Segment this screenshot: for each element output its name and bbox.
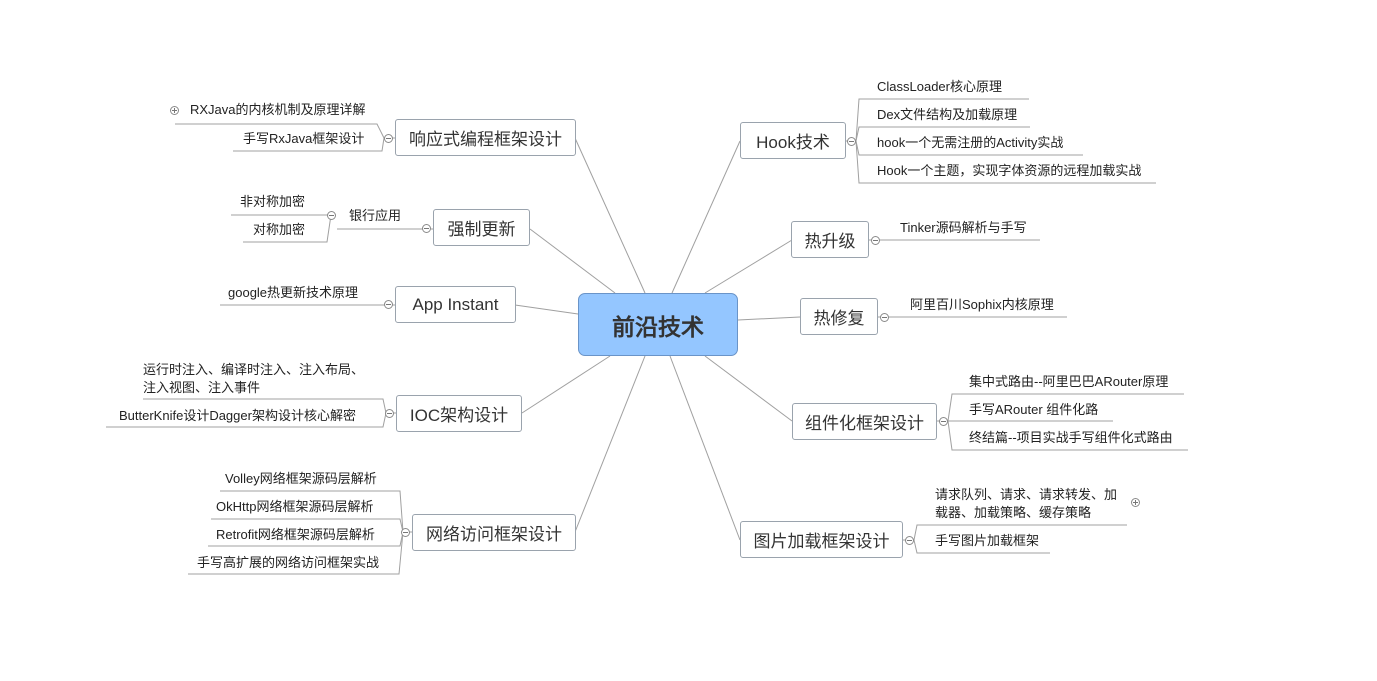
collapse-icon[interactable] xyxy=(327,211,336,220)
topic-app-instant[interactable]: App Instant xyxy=(395,286,516,323)
leaf-tinker[interactable]: Tinker源码解析与手写 xyxy=(900,220,1027,235)
subtopic-bank-app[interactable]: 银行应用 xyxy=(349,208,402,223)
expand-icon[interactable] xyxy=(170,106,179,115)
collapse-icon[interactable] xyxy=(871,236,880,245)
topic-network-framework[interactable]: 网络访问框架设计 xyxy=(412,514,576,551)
topic-image-loading[interactable]: 图片加载框架设计 xyxy=(740,521,903,558)
collapse-icon[interactable] xyxy=(847,137,856,146)
collapse-icon[interactable] xyxy=(401,528,410,537)
leaf-sophix[interactable]: 阿里百川Sophix内核原理 xyxy=(910,297,1054,312)
collapse-icon[interactable] xyxy=(422,224,431,233)
leaf-hook-activity[interactable]: hook一个无需注册的Activity实战 xyxy=(877,135,1064,150)
leaf-butterknife-dagger[interactable]: ButterKnife设计Dagger架构设计核心解密 xyxy=(119,408,356,423)
leaf-retrofit[interactable]: Retrofit网络框架源码层解析 xyxy=(216,527,375,542)
collapse-icon[interactable] xyxy=(384,134,393,143)
topic-hot-upgrade[interactable]: 热升级 xyxy=(791,221,869,258)
leaf-final-routing[interactable]: 终结篇--项目实战手写组件化式路由 xyxy=(969,430,1173,445)
topic-reactive-framework[interactable]: 响应式编程框架设计 xyxy=(395,119,576,156)
leaf-google-hot-update[interactable]: google热更新技术原理 xyxy=(228,285,359,300)
expand-icon[interactable] xyxy=(1131,498,1140,507)
leaf-handwrite-arouter[interactable]: 手写ARouter 组件化路 xyxy=(969,402,1099,417)
topic-force-update[interactable]: 强制更新 xyxy=(433,209,530,246)
leaf-symmetric-encryption[interactable]: 对称加密 xyxy=(253,222,306,237)
topic-component-framework[interactable]: 组件化框架设计 xyxy=(792,403,937,440)
leaf-arouter-principle[interactable]: 集中式路由--阿里巴巴ARouter原理 xyxy=(969,374,1169,389)
leaf-volley[interactable]: Volley网络框架源码层解析 xyxy=(225,471,377,486)
leaf-injection-types[interactable]: 运行时注入、编译时注入、注入布局、注入视图、注入事件 xyxy=(143,362,365,395)
collapse-icon[interactable] xyxy=(939,417,948,426)
leaf-hook-theme[interactable]: Hook一个主题，实现字体资源的远程加载实战 xyxy=(877,163,1142,178)
leaf-asymmetric-encryption[interactable]: 非对称加密 xyxy=(240,194,306,209)
leaf-rxjava-kernel[interactable]: RXJava的内核机制及原理详解 xyxy=(190,102,366,117)
leaf-handwrite-network[interactable]: 手写高扩展的网络访问框架实战 xyxy=(197,555,380,570)
topic-hot-fix[interactable]: 热修复 xyxy=(800,298,878,335)
leaf-dex-structure[interactable]: Dex文件结构及加载原理 xyxy=(877,107,1018,122)
topic-hook-technology[interactable]: Hook技术 xyxy=(740,122,846,159)
collapse-icon[interactable] xyxy=(905,536,914,545)
leaf-classloader[interactable]: ClassLoader核心原理 xyxy=(877,79,1002,94)
collapse-icon[interactable] xyxy=(385,409,394,418)
collapse-icon[interactable] xyxy=(880,313,889,322)
collapse-icon[interactable] xyxy=(384,300,393,309)
topic-ioc-architecture[interactable]: IOC架构设计 xyxy=(396,395,522,432)
leaf-okhttp[interactable]: OkHttp网络框架源码层解析 xyxy=(216,499,374,514)
leaf-handwrite-rxjava[interactable]: 手写RxJava框架设计 xyxy=(243,131,365,146)
leaf-request-queue[interactable]: 请求队列、请求、请求转发、加载器、加载策略、缓存策略 xyxy=(935,487,1118,520)
central-topic[interactable]: 前沿技术 xyxy=(578,293,738,356)
leaf-handwrite-image-loader[interactable]: 手写图片加载框架 xyxy=(935,533,1040,548)
